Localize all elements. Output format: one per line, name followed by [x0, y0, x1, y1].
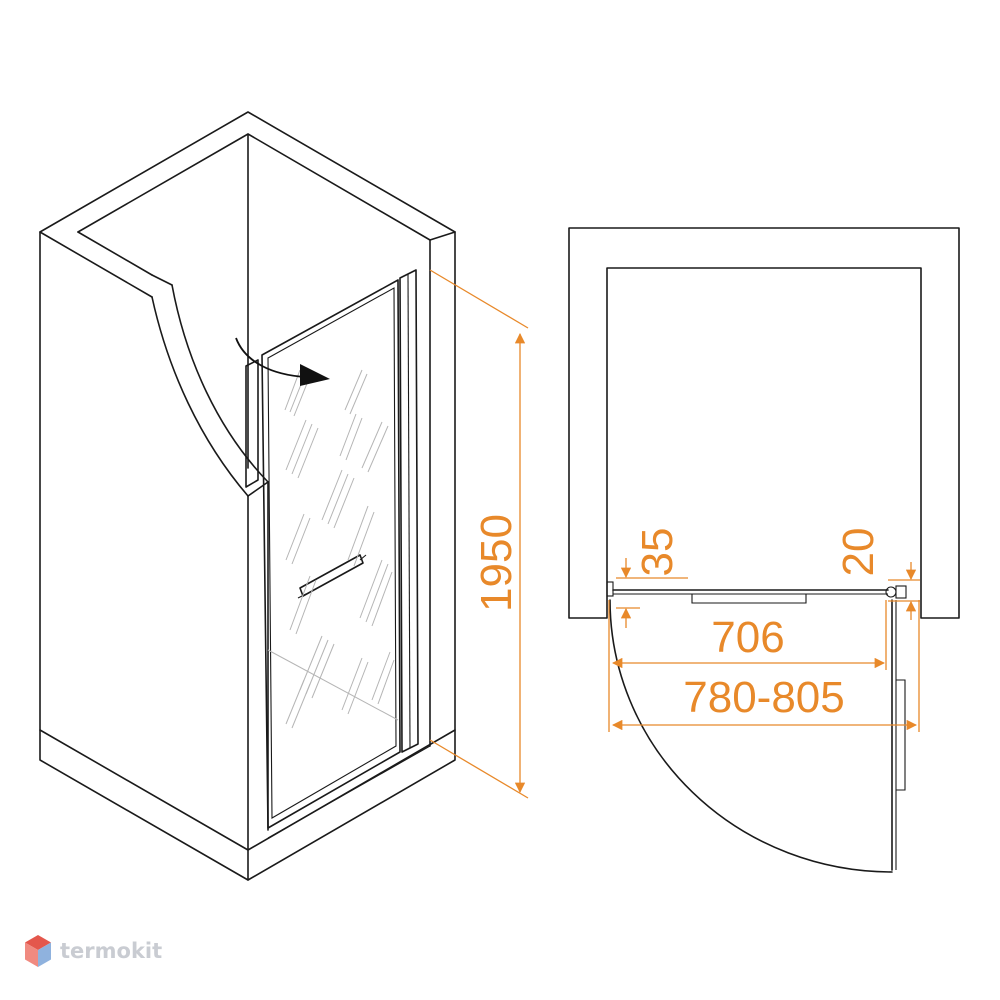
- wall-profile-label: 20: [834, 528, 883, 577]
- plan-view: 706 780-805 35 20: [568, 227, 960, 873]
- plan-handle-closed: [691, 594, 807, 604]
- wall-curve-top: [151, 274, 173, 286]
- handle-foot-right: [359, 554, 367, 561]
- door-glass: [261, 279, 401, 829]
- opening-dimension: 780-805: [611, 600, 920, 732]
- floor-line: [267, 745, 431, 839]
- wall-profile-mid: [407, 273, 411, 749]
- door-handle: [299, 554, 364, 597]
- opening-label: 780-805: [683, 673, 844, 722]
- door-width-label: 706: [711, 613, 784, 662]
- top-rim-left: [77, 231, 153, 276]
- plan-wall-profile: [895, 585, 907, 599]
- brand-name: termokit: [60, 939, 163, 963]
- wall-curve-bottom: [247, 481, 269, 497]
- plan-handle-open: [896, 679, 906, 791]
- left-wall-top-edge: [39, 231, 153, 298]
- termokit-logo-icon: [25, 935, 51, 967]
- wall-profile: [399, 269, 419, 753]
- brand-watermark: termokit: [24, 934, 162, 968]
- height-label: 1950: [472, 514, 521, 612]
- right-wall-top: [429, 231, 456, 241]
- door-glass-inner: [267, 287, 397, 819]
- door-width-dimension: 706: [608, 600, 887, 732]
- height-dimension: 1950: [429, 269, 529, 799]
- wall-profile-dimension: 20: [834, 528, 920, 620]
- handle-foot-left: [297, 593, 307, 599]
- hinge-profile-label: 35: [633, 528, 682, 577]
- wall-curve-outer: [151, 296, 249, 497]
- plan-hinge-circle: [885, 586, 897, 598]
- glass-reflection-line: [267, 649, 399, 721]
- isometric-view: 1950: [39, 111, 529, 881]
- swing-arrow-icon: [235, 337, 330, 386]
- plan-hinge-profile: [606, 581, 614, 597]
- hinge-profile-dimension: 35: [616, 528, 688, 628]
- enclosure-outline: [39, 111, 456, 881]
- base-plinth-top: [39, 729, 456, 851]
- glass-hatching: [284, 369, 395, 729]
- plan-walls: [568, 227, 960, 619]
- wall-curve-inner: [171, 284, 269, 483]
